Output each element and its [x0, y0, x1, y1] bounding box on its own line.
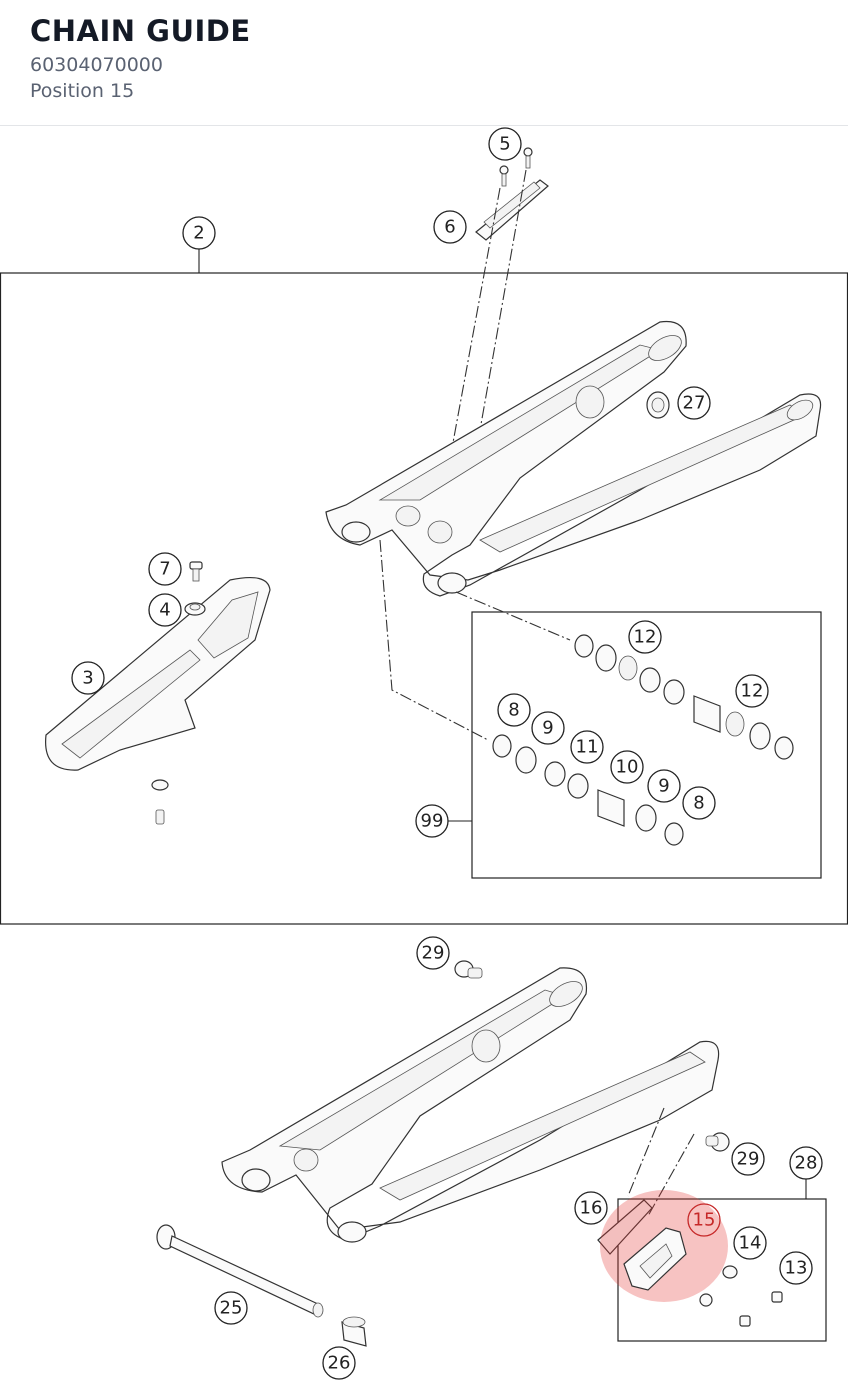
- callout-9[interactable]: 9: [531, 711, 565, 745]
- callout-13[interactable]: 13: [779, 1251, 813, 1285]
- guide-mount-line: [627, 1107, 665, 1197]
- callout-29[interactable]: 29: [731, 1142, 765, 1176]
- callout-label: 8: [693, 793, 704, 814]
- callout-label: 12: [741, 681, 764, 702]
- guard-bolt-part: [189, 561, 203, 582]
- slider-mount-line: [451, 187, 501, 449]
- callout-label: 7: [159, 559, 170, 580]
- callout-4[interactable]: 4: [148, 593, 182, 627]
- chain-guide-nut-part: [699, 1265, 738, 1307]
- bolt-part: [705, 1132, 730, 1152]
- lower-swingarm-part: [221, 967, 720, 1243]
- chain-guide-kit-frame: [617, 1198, 827, 1342]
- bolt-part: [454, 960, 483, 979]
- callout-label: 29: [422, 943, 445, 964]
- callout-29[interactable]: 29: [416, 936, 450, 970]
- callout-11[interactable]: 11: [570, 730, 604, 764]
- callout-label: 10: [616, 757, 639, 778]
- position-label: Position 15: [30, 80, 135, 102]
- callout-label: 25: [220, 1298, 243, 1319]
- callout-label: 14: [739, 1233, 762, 1254]
- callout-15[interactable]: 15: [687, 1203, 721, 1237]
- callout-label: 28: [795, 1153, 818, 1174]
- callout-label: 13: [785, 1258, 808, 1279]
- callout-99[interactable]: 99: [415, 804, 449, 838]
- callout-28[interactable]: 28: [789, 1146, 823, 1180]
- exploded-parts-diagram: 5 6 2 27 7 4 3 12 12 8 9 11 10 9 8 99 29…: [0, 127, 848, 1380]
- callout-label: 3: [82, 668, 93, 689]
- chain-guide-part: [623, 1227, 687, 1291]
- callout-12[interactable]: 12: [735, 674, 769, 708]
- callout-6[interactable]: 6: [433, 210, 467, 244]
- guard-fastener-part: [151, 779, 169, 825]
- callout-label: 6: [444, 217, 455, 238]
- callout-label: 2: [193, 223, 204, 244]
- callout-label: 27: [683, 393, 706, 414]
- callout-26[interactable]: 26: [322, 1346, 356, 1380]
- callout-10[interactable]: 10: [610, 750, 644, 784]
- slider-mount-line: [479, 169, 527, 431]
- callout-27[interactable]: 27: [677, 386, 711, 420]
- callout-label: 4: [159, 600, 170, 621]
- callout-label: 8: [508, 700, 519, 721]
- swingarm-grommet-part: [646, 391, 670, 419]
- part-number: 60304070000: [30, 54, 163, 76]
- callout-5[interactable]: 5: [488, 127, 522, 161]
- callout-16[interactable]: 16: [574, 1191, 608, 1225]
- pivot-axis-line: [379, 539, 489, 741]
- callout-label: 5: [499, 134, 510, 155]
- callout-9[interactable]: 9: [647, 769, 681, 803]
- bearing-kit-frame: [471, 611, 822, 879]
- callout-label: 9: [542, 718, 553, 739]
- chain-guide-bracket-part: [597, 1199, 653, 1255]
- callout-label: 29: [737, 1149, 760, 1170]
- wheel-spindle-part: [156, 1224, 324, 1318]
- callout-3[interactable]: 3: [71, 661, 105, 695]
- spacer-part: [341, 1316, 367, 1347]
- callout-label: 11: [576, 737, 599, 758]
- callout-8[interactable]: 8: [497, 693, 531, 727]
- chain-slider-part: [475, 179, 549, 241]
- bearing-set-part: [492, 634, 794, 846]
- callout-label: 12: [634, 627, 657, 648]
- callout-2[interactable]: 2: [182, 216, 216, 250]
- chain-sliding-guard-part: [45, 577, 271, 771]
- pivot-axis-line: [455, 591, 571, 641]
- callout-label: 26: [328, 1353, 351, 1374]
- callout-label: 99: [421, 811, 444, 832]
- chain-guide-screw-part: [739, 1291, 783, 1327]
- page-header: CHAIN GUIDE 60304070000 Position 15: [0, 0, 848, 126]
- callout-label: 16: [580, 1198, 603, 1219]
- callout-12[interactable]: 12: [628, 620, 662, 654]
- guard-washer-part: [184, 602, 206, 616]
- page-title: CHAIN GUIDE: [30, 14, 251, 48]
- swingarm-part: [325, 320, 822, 597]
- callout-label: 9: [658, 776, 669, 797]
- callout-8[interactable]: 8: [682, 786, 716, 820]
- callout-7[interactable]: 7: [148, 552, 182, 586]
- callout-label: 15: [693, 1210, 716, 1231]
- callout-25[interactable]: 25: [214, 1291, 248, 1325]
- slider-bolt-part: [499, 147, 533, 187]
- callout-14[interactable]: 14: [733, 1226, 767, 1260]
- guide-mount-line: [647, 1133, 695, 1217]
